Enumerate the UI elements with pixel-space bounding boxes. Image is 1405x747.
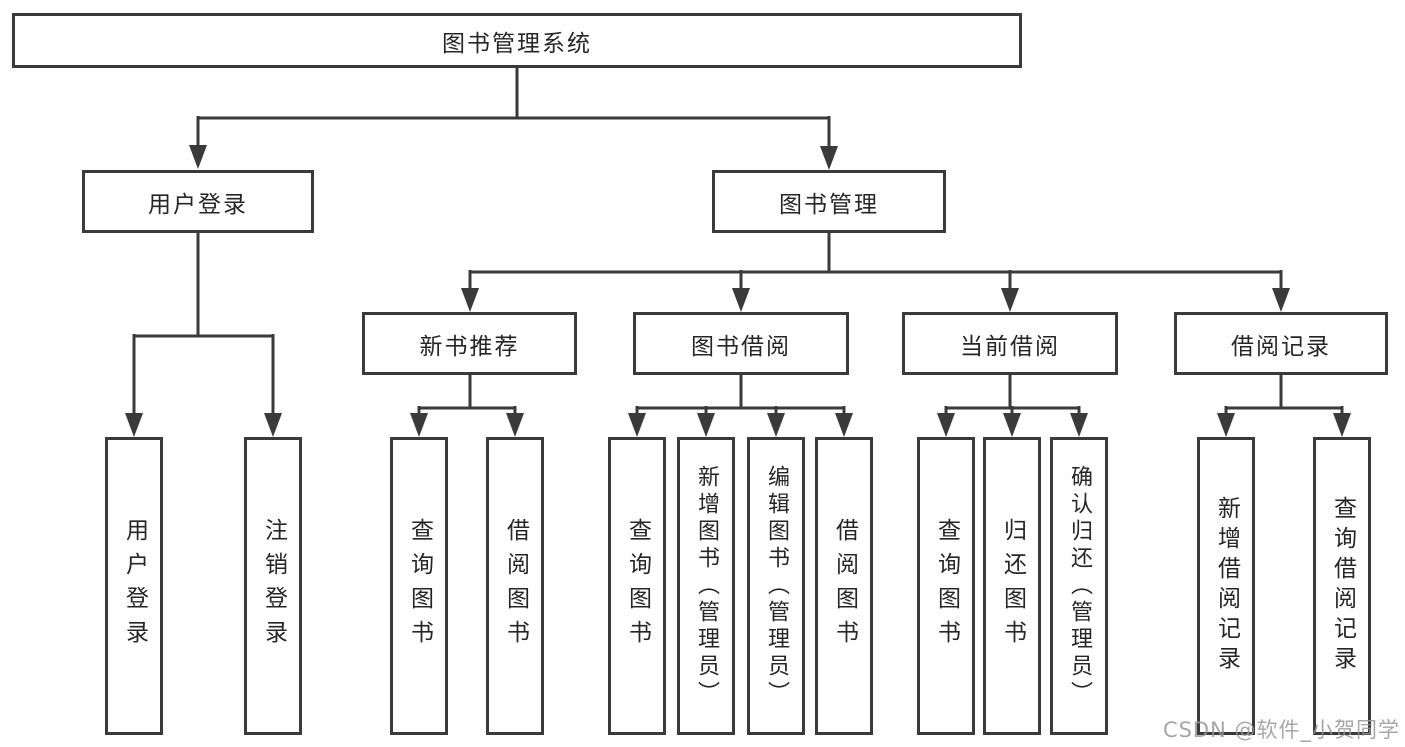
leaf-edit-book-admin: 编辑图书（管理员） (747, 437, 805, 735)
node-book-borrow-label: 图书借阅 (691, 333, 791, 360)
leaf-return-book: 归还图书 (983, 437, 1041, 735)
node-library-system-label: 图书管理系统 (442, 30, 592, 57)
leaf-add-borrow-record: 新增借阅记录 (1197, 437, 1255, 735)
node-current-borrow: 当前借阅 (902, 312, 1118, 375)
leaf-add-book-admin-label: 新增图书（管理员） (694, 464, 719, 708)
leaf-user-login: 用户登录 (105, 437, 163, 735)
node-book-management-label: 图书管理 (779, 191, 879, 218)
leaf-add-borrow-record-label: 新增借阅记录 (1213, 496, 1240, 676)
leaf-logout: 注销登录 (244, 437, 302, 735)
leaf-borrow-book-recommend-label: 借阅图书 (502, 518, 529, 654)
leaf-user-login-label: 用户登录 (121, 518, 148, 654)
leaf-add-book-admin: 新增图书（管理员） (677, 437, 735, 735)
node-new-book-recommend: 新书推荐 (362, 312, 577, 375)
leaf-query-borrow-record: 查询借阅记录 (1313, 437, 1371, 735)
node-current-borrow-label: 当前借阅 (960, 333, 1060, 360)
node-borrow-record: 借阅记录 (1174, 312, 1388, 375)
node-library-system: 图书管理系统 (12, 13, 1022, 68)
leaf-query-book-borrow-label: 查询图书 (624, 518, 651, 654)
leaf-query-book-borrow: 查询图书 (608, 437, 666, 735)
leaf-query-book-current-label: 查询图书 (933, 518, 960, 654)
node-book-management: 图书管理 (712, 170, 946, 233)
node-book-borrow: 图书借阅 (633, 312, 849, 375)
leaf-confirm-return-admin: 确认归还（管理员） (1050, 437, 1108, 735)
leaf-confirm-return-admin-label: 确认归还（管理员） (1067, 464, 1092, 708)
leaf-return-book-label: 归还图书 (999, 518, 1026, 654)
leaf-query-borrow-record-label: 查询借阅记录 (1329, 496, 1356, 676)
leaf-borrow-book-recommend: 借阅图书 (486, 437, 544, 735)
node-user-login-label: 用户登录 (148, 191, 248, 218)
node-new-book-recommend-label: 新书推荐 (419, 333, 520, 360)
leaf-edit-book-admin-label: 编辑图书（管理员） (764, 464, 789, 708)
leaf-borrow-book-label: 借阅图书 (831, 518, 858, 654)
csdn-watermark: CSDN @软件_小贺同学 (1162, 718, 1400, 742)
leaf-query-book-current: 查询图书 (917, 437, 975, 735)
node-borrow-record-label: 借阅记录 (1231, 333, 1331, 360)
leaf-logout-label: 注销登录 (260, 518, 287, 654)
leaf-query-book-recommend: 查询图书 (390, 437, 448, 735)
leaf-borrow-book: 借阅图书 (815, 437, 873, 735)
node-user-login: 用户登录 (82, 170, 314, 233)
leaf-query-book-recommend-label: 查询图书 (406, 518, 433, 654)
